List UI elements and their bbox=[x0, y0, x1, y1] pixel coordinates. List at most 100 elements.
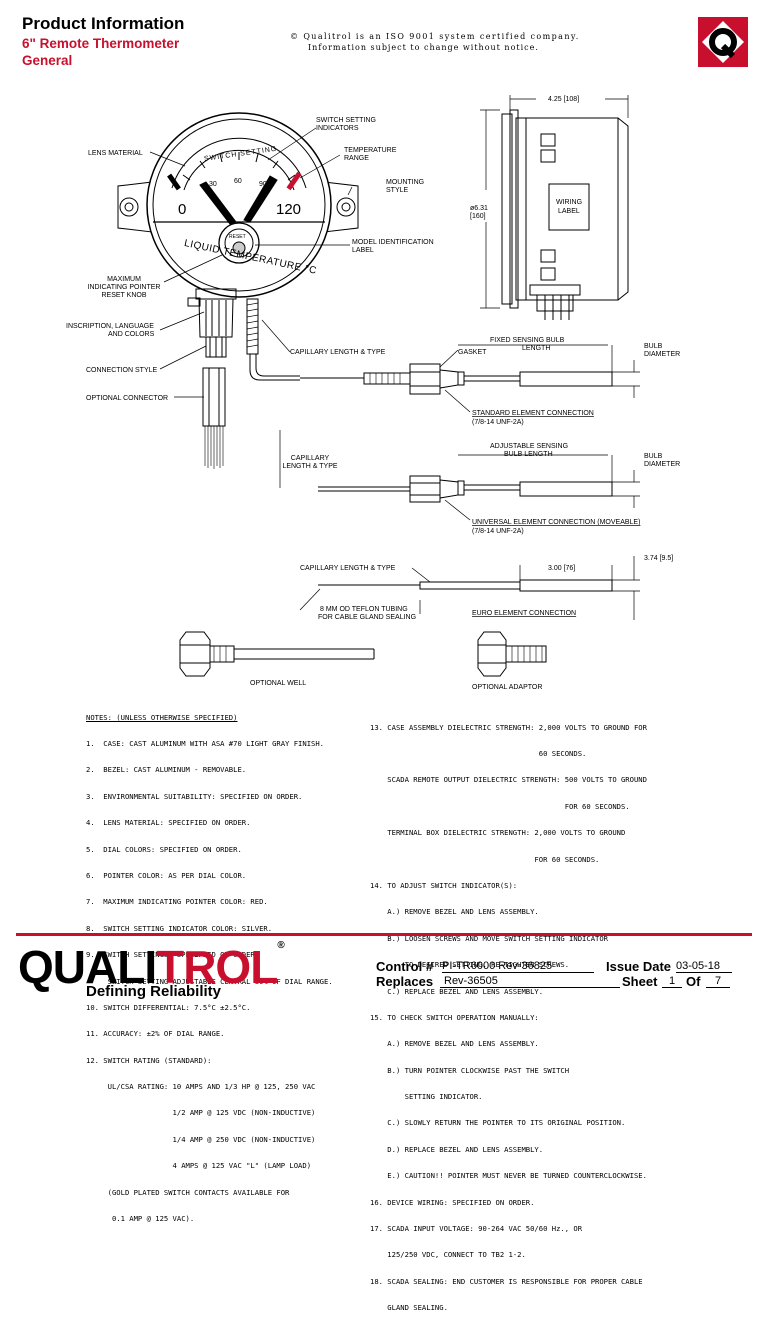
callout-bulb-diameter-2: DIAMETER bbox=[644, 461, 680, 468]
note-line: 15. TO CHECK SWITCH OPERATION MANUALLY: bbox=[370, 1012, 539, 1022]
callout-inscription: AND COLORS bbox=[108, 331, 155, 338]
callout-euro-connection: EURO ELEMENT CONNECTION bbox=[472, 610, 576, 617]
brand-wordmark: QUALITROL® bbox=[18, 940, 285, 994]
callout-capillary-3: CAPILLARY LENGTH & TYPE bbox=[300, 565, 396, 572]
note-line: SWITCH SETTING ADJUSTABLE CENTRAL 80% OF… bbox=[86, 976, 333, 986]
wiring-label: WIRING bbox=[556, 199, 582, 206]
dim-width: 4.25 [108] bbox=[548, 96, 579, 103]
note-line: 17. SCADA INPUT VOLTAGE: 90-264 VAC 50/6… bbox=[370, 1224, 583, 1234]
callout-model-label: LABEL bbox=[352, 247, 374, 254]
notes-right: 13. CASE ASSEMBLY DIELECTRIC STRENGTH: 2… bbox=[370, 706, 647, 1322]
callout-temp-range: RANGE bbox=[344, 155, 369, 162]
optional-adaptor-drawing bbox=[477, 631, 547, 677]
issue-label: Issue Date bbox=[606, 959, 672, 974]
note-line: 125/250 VDC, CONNECT TO TB2 1-2. bbox=[370, 1250, 526, 1260]
note-line: A.) REMOVE BEZEL AND LENS ASSEMBLY. bbox=[370, 1039, 539, 1049]
callout-standard-connection: (7/8-14 UNF-2A) bbox=[472, 419, 524, 426]
callout-teflon: 8 MM OD TEFLON TUBING bbox=[320, 606, 408, 613]
brand-left: QUALI bbox=[18, 941, 157, 993]
callout-switch-setting: INDICATORS bbox=[316, 125, 359, 132]
dim-height: [160] bbox=[470, 213, 486, 220]
qualitrol-q-logo-icon bbox=[698, 17, 748, 67]
of-label: Of bbox=[686, 974, 701, 989]
note-line: 11. ACCURACY: ±2% OF DIAL RANGE. bbox=[86, 1029, 225, 1039]
side-view bbox=[480, 95, 629, 320]
note-line: 4. LENS MATERIAL: SPECIFIED ON ORDER. bbox=[86, 818, 251, 828]
note-line: TO DESIRED SETTING. RE-TIGHTEN SCREWS. bbox=[370, 960, 570, 970]
mounting-ear-right bbox=[323, 181, 359, 233]
standard-element bbox=[300, 344, 640, 398]
callout-inscription: INSCRIPTION, LANGUAGE bbox=[66, 323, 154, 330]
dial-scale-min: 0 bbox=[178, 201, 186, 218]
note-line: 1. CASE: CAST ALUMINUM WITH ASA #70 LIGH… bbox=[86, 738, 324, 748]
wiring-label: LABEL bbox=[558, 208, 580, 215]
callout-bulb-diameter-2: BULB bbox=[644, 453, 663, 460]
control-value: PI-TR6000 Rev-36825 bbox=[442, 960, 594, 973]
note-line: 13. CASE ASSEMBLY DIELECTRIC STRENGTH: 2… bbox=[370, 722, 647, 732]
dial-tick-label: 30 bbox=[209, 181, 217, 188]
callout-connection-style: CONNECTION STYLE bbox=[86, 367, 158, 374]
dial-scale-max: 120 bbox=[276, 201, 301, 218]
note-line: 0.1 AMP @ 125 VAC). bbox=[86, 1214, 195, 1224]
callout-model-label: MODEL IDENTIFICATION bbox=[352, 239, 434, 246]
issue-value: 03-05-18 bbox=[676, 960, 732, 973]
switch-pointer-right bbox=[243, 175, 278, 223]
note-line: D.) REPLACE BEZEL AND LENS ASSEMBLY. bbox=[370, 1144, 544, 1154]
note-line: A.) REMOVE BEZEL AND LENS ASSEMBLY. bbox=[370, 907, 539, 917]
mounting-ear-left bbox=[117, 181, 153, 233]
footer-divider bbox=[16, 933, 752, 936]
label-optional-adaptor: OPTIONAL ADAPTOR bbox=[472, 684, 542, 691]
callout-adjustable-bulb: BULB LENGTH bbox=[504, 451, 553, 458]
note-line: NOTES: (UNLESS OTHERWISE SPECIFIED) bbox=[86, 712, 238, 722]
of-value: 7 bbox=[706, 975, 730, 988]
replaces-label: Replaces bbox=[376, 974, 434, 989]
sheet-value: 1 bbox=[662, 975, 682, 988]
note-line: 12. SWITCH RATING (STANDARD): bbox=[86, 1055, 212, 1065]
callout-gasket: GASKET bbox=[458, 349, 487, 356]
note-line: 7. MAXIMUM INDICATING POINTER COLOR: RED… bbox=[86, 897, 268, 907]
note-line: 4 AMPS @ 125 VAC "L" (LAMP LOAD) bbox=[86, 1161, 312, 1171]
gauge-bezel bbox=[146, 112, 332, 298]
note-line: 18. SCADA SEALING: END CUSTOMER IS RESPO… bbox=[370, 1276, 643, 1286]
sheet-label: Sheet bbox=[622, 974, 658, 989]
callout-max-pointer: MAXIMUM bbox=[107, 276, 141, 283]
certification-line: © Qualitrol is an ISO 9001 system certif… bbox=[290, 32, 580, 41]
optional-well-drawing bbox=[179, 631, 375, 677]
note-line: GLAND SEALING. bbox=[370, 1303, 448, 1313]
euro-element bbox=[318, 556, 640, 620]
note-line: UL/CSA RATING: 10 AMPS AND 1/3 HP @ 125,… bbox=[86, 1082, 316, 1092]
replaces-value: Rev-36505 bbox=[440, 975, 620, 988]
control-label: Control # bbox=[376, 959, 434, 974]
callout-fixed-bulb: FIXED SENSING BULB bbox=[490, 337, 565, 344]
dial-tick-label: 60 bbox=[234, 178, 242, 185]
technical-drawing: SWITCH SETTING 30 60 90 0 120 RESET LIQU… bbox=[66, 95, 680, 691]
note-line: 5. DIAL COLORS: SPECIFIED ON ORDER. bbox=[86, 844, 242, 854]
note-line: 10. SWITCH DIFFERENTIAL: 7.5°C ±2.5°C. bbox=[86, 1002, 251, 1012]
brand-right: TROL bbox=[156, 941, 278, 993]
dim-374: 3.74 [9.5] bbox=[644, 555, 673, 562]
note-line: 16. DEVICE WIRING: SPECIFIED ON ORDER. bbox=[370, 1197, 535, 1207]
note-line: E.) CAUTION!! POINTER MUST NEVER BE TURN… bbox=[370, 1171, 647, 1181]
note-line: B.) TURN POINTER CLOCKWISE PAST THE SWIT… bbox=[370, 1065, 570, 1075]
note-line: (GOLD PLATED SWITCH CONTACTS AVAILABLE F… bbox=[86, 1187, 290, 1197]
universal-element bbox=[279, 430, 640, 508]
callout-standard-connection: STANDARD ELEMENT CONNECTION bbox=[472, 410, 594, 417]
callout-max-pointer: INDICATING POINTER bbox=[88, 284, 161, 291]
note-line: TERMINAL BOX DIELECTRIC STRENGTH: 2,000 … bbox=[370, 828, 626, 838]
reset-label: RESET bbox=[229, 234, 246, 240]
callout-fixed-bulb: LENGTH bbox=[522, 345, 550, 352]
note-line: 14. TO ADJUST SWITCH INDICATOR(S): bbox=[370, 880, 518, 890]
page-title: Product Information bbox=[22, 14, 185, 33]
brand-tagline: Defining Reliability bbox=[86, 983, 222, 1000]
callout-optional-connector: OPTIONAL CONNECTOR bbox=[86, 395, 168, 402]
callout-universal-connection: UNIVERSAL ELEMENT CONNECTION (MOVEABLE) bbox=[472, 519, 640, 526]
note-line: 3. ENVIRONMENTAL SUITABILITY: SPECIFIED … bbox=[86, 791, 303, 801]
note-line: C.) SLOWLY RETURN THE POINTER TO ITS ORI… bbox=[370, 1118, 626, 1128]
callout-mounting-style: MOUNTING bbox=[386, 179, 424, 186]
callout-switch-setting: SWITCH SETTING bbox=[316, 117, 376, 124]
section-heading: General bbox=[22, 53, 73, 68]
note-line: 60 SECONDS. bbox=[370, 748, 587, 758]
note-line: SETTING INDICATOR. bbox=[370, 1092, 483, 1102]
max-pointer-red bbox=[286, 171, 302, 191]
note-line: FOR 60 SECONDS. bbox=[370, 801, 630, 811]
